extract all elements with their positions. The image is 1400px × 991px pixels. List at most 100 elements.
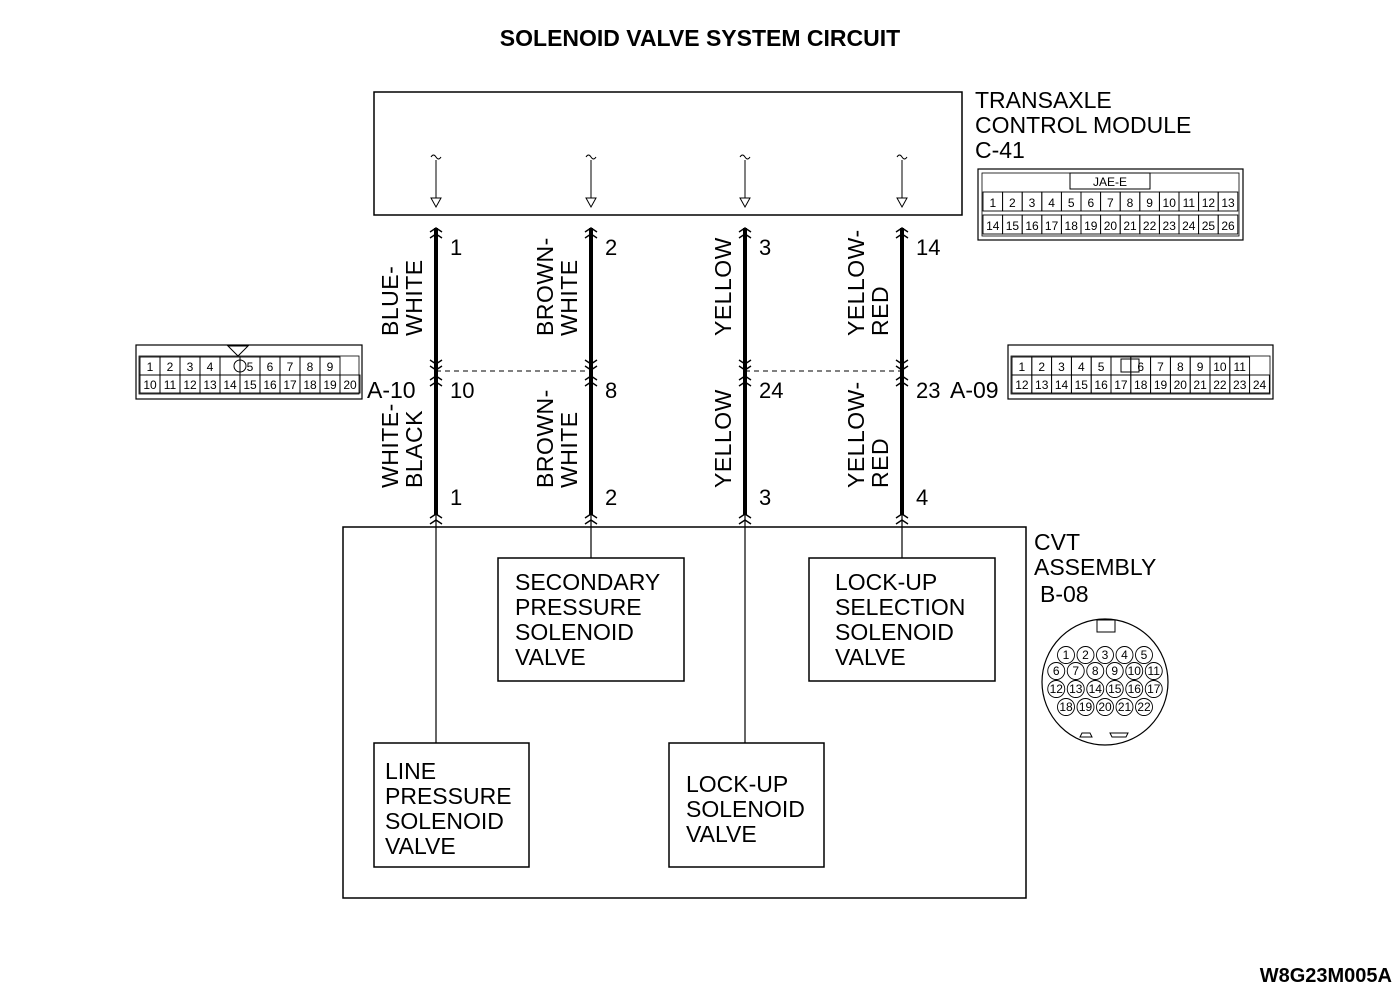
b08-pin-20: 20 (1098, 700, 1112, 714)
diagram-title: SOLENOID VALVE SYSTEM CIRCUIT (500, 25, 900, 51)
wire-color-upper: YELLOW (710, 237, 736, 336)
a10-pin-10: 10 (143, 378, 157, 392)
c41-pin-2: 2 (1009, 196, 1016, 210)
svg-text:WHITE: WHITE (556, 259, 582, 336)
lock-up-selection-solenoid-valve: LOCK-UP SELECTION SOLENOID VALVE (808, 557, 996, 682)
c41-pin-13: 13 (1221, 196, 1235, 210)
c41-pin-15: 15 (1006, 219, 1020, 233)
b08-pin-5: 5 (1141, 648, 1148, 662)
svg-text:YELLOW-: YELLOW- (843, 229, 869, 336)
c41-pin-4: 4 (1048, 196, 1055, 210)
b08-pin-4: 4 (1121, 648, 1128, 662)
a10-pin-2: 2 (167, 360, 174, 374)
c41-pin-5: 5 (1068, 196, 1075, 210)
wire-color-upper: BLUE-WHITE (377, 259, 427, 336)
b08-pin-22: 22 (1137, 700, 1151, 714)
connector-pin-number: 23 (916, 378, 940, 403)
a09-pin-2: 2 (1038, 360, 1045, 374)
c41-pin-9: 9 (1146, 196, 1153, 210)
svg-text:LINE: LINE (385, 758, 436, 784)
drawing-code: W8G23M005A (1260, 965, 1392, 987)
a09-pin-17: 17 (1114, 378, 1128, 392)
a10-pin-12: 12 (183, 378, 197, 392)
svg-text:WHITE: WHITE (556, 411, 582, 488)
a10-pin-18: 18 (303, 378, 317, 392)
svg-text:VALVE: VALVE (835, 644, 906, 670)
b08-pin-3: 3 (1102, 648, 1109, 662)
b08-pin-11: 11 (1148, 664, 1161, 678)
b08-pin-17: 17 (1147, 682, 1161, 696)
svg-text:SECONDARY: SECONDARY (515, 569, 660, 595)
a09-pin-18: 18 (1134, 378, 1148, 392)
tcm-pin-number: 1 (450, 235, 462, 260)
svg-text:BROWN-: BROWN- (532, 389, 558, 488)
b08-pin-16: 16 (1128, 682, 1142, 696)
tcm-pin-number: 3 (759, 235, 771, 260)
c41-pin-18: 18 (1065, 219, 1079, 233)
cvt-assembly-box (342, 526, 1027, 899)
c41-pin-10: 10 (1163, 196, 1177, 210)
c41-pin-7: 7 (1107, 196, 1114, 210)
a09-pin-22: 22 (1213, 378, 1227, 392)
b08-pin-12: 12 (1050, 682, 1064, 696)
wire-color-lower: BROWN-WHITE (532, 389, 582, 488)
c41-pin-22: 22 (1143, 219, 1157, 233)
b08-pin-2: 2 (1082, 648, 1089, 662)
b08-pin-1: 1 (1063, 648, 1070, 662)
svg-text:YELLOW: YELLOW (710, 237, 736, 336)
a09-pin-24: 24 (1253, 378, 1267, 392)
a10-pin-17: 17 (283, 378, 297, 392)
connector-pin-number: 8 (605, 378, 617, 403)
line-pressure-solenoid-valve: LINE PRESSURE SOLENOID VALVE (373, 742, 530, 868)
c41-pin-14: 14 (986, 219, 1000, 233)
connector-a09-label: A-09 (950, 377, 999, 403)
a10-pin-6: 6 (267, 360, 274, 374)
cvt-pin-number: 2 (605, 485, 617, 510)
svg-text:YELLOW-: YELLOW- (843, 381, 869, 488)
c41-pin-20: 20 (1104, 219, 1118, 233)
svg-text:SELECTION: SELECTION (835, 594, 965, 620)
a09-pin-12: 12 (1015, 378, 1029, 392)
tcm-box (373, 91, 963, 216)
c41-pin-11: 11 (1183, 196, 1196, 210)
a09-pin-11: 11 (1233, 360, 1246, 374)
a10-pin-19: 19 (323, 378, 337, 392)
c41-pin-6: 6 (1087, 196, 1094, 210)
b08-pin-8: 8 (1092, 664, 1099, 678)
a09-pin-15: 15 (1075, 378, 1089, 392)
c41-pin-21: 21 (1123, 219, 1137, 233)
b08-pin-13: 13 (1069, 682, 1083, 696)
b08-pin-9: 9 (1111, 664, 1118, 678)
a09-pin-1: 1 (1019, 360, 1026, 374)
svg-text:BLUE-: BLUE- (377, 266, 403, 336)
b08-pin-15: 15 (1108, 682, 1122, 696)
tcm-connector-tag: JAE-E (1093, 175, 1127, 189)
a09-pin-21: 21 (1193, 378, 1207, 392)
b08-pin-19: 19 (1079, 700, 1093, 714)
b08-pin-14: 14 (1089, 682, 1103, 696)
a10-pin-11: 11 (164, 378, 177, 392)
svg-text:PRESSURE: PRESSURE (515, 594, 642, 620)
a10-pin-4: 4 (207, 360, 214, 374)
c41-pin-23: 23 (1163, 219, 1177, 233)
c41-pin-8: 8 (1127, 196, 1134, 210)
svg-text:YELLOW: YELLOW (710, 389, 736, 488)
a09-pin-14: 14 (1055, 378, 1069, 392)
a10-pin-20: 20 (343, 378, 357, 392)
svg-text:RED: RED (867, 438, 893, 488)
b08-pin-18: 18 (1059, 700, 1073, 714)
svg-text:RED: RED (867, 286, 893, 336)
a09-pin-5: 5 (1098, 360, 1105, 374)
b08-pin-7: 7 (1072, 664, 1079, 678)
a10-pin-14: 14 (223, 378, 237, 392)
a09-pin-10: 10 (1213, 360, 1227, 374)
a10-pin-3: 3 (187, 360, 194, 374)
